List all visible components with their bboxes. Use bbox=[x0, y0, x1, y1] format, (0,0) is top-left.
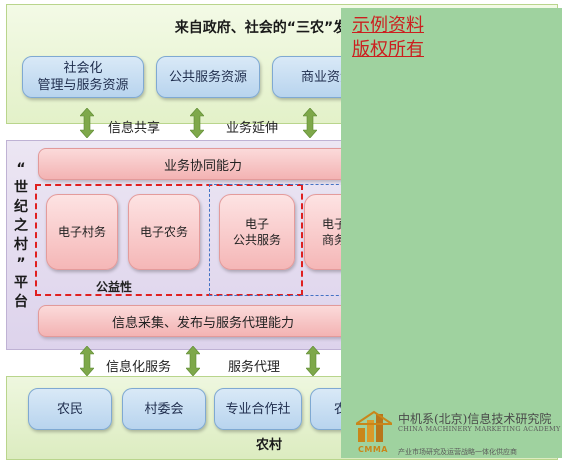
watermark-overlay bbox=[341, 8, 562, 458]
business-collaboration-bar: 业务协同能力 bbox=[38, 148, 368, 180]
public-welfare-group bbox=[35, 184, 303, 296]
public-service-resources-box: 公共服务资源 bbox=[156, 56, 260, 98]
double-arrow-icon bbox=[306, 346, 320, 376]
platform-vertical-label: “ 世 纪 之 村 ” 平 台 bbox=[14, 161, 28, 310]
public-service-resources-label: 公共服务资源 bbox=[168, 69, 247, 85]
info-collection-bar: 信息采集、发布与服务代理能力 bbox=[38, 305, 368, 337]
e-village-affairs-box: 电子村务 bbox=[46, 194, 118, 270]
business-extension-label: 业务延伸 bbox=[226, 121, 279, 136]
commercial-resources-label: 商业资源 bbox=[300, 69, 353, 85]
info-sharing-label: 信息共享 bbox=[108, 121, 161, 136]
academy-name-cn: 中机系(北京)信息技术研究院 bbox=[398, 412, 552, 426]
double-arrow-icon bbox=[186, 346, 200, 376]
cooperative-box: 专业合作社 bbox=[214, 388, 302, 430]
social-management-resources-box: 社会化 管理与服务资源 bbox=[22, 56, 144, 98]
sample-copyright-notice: 示例资料 版权所有 bbox=[352, 15, 424, 60]
double-arrow-icon bbox=[190, 108, 204, 138]
village-committee-box: 村委会 bbox=[122, 388, 206, 430]
farmers-box: 农民 bbox=[28, 388, 112, 430]
double-arrow-icon bbox=[80, 108, 94, 138]
public-welfare-label: 公益性 bbox=[96, 280, 133, 294]
double-arrow-icon bbox=[303, 108, 317, 138]
government-resources-title: 来自政府、社会的“三农”发展资源 bbox=[174, 20, 390, 36]
social-management-resources-label: 社会化 管理与服务资源 bbox=[37, 61, 129, 93]
cmma-logo-text: CMMA bbox=[358, 445, 388, 454]
rural-title: 农村 bbox=[256, 438, 283, 453]
e-agriculture-box: 电子农务 bbox=[128, 194, 200, 270]
cmma-logo-icon bbox=[352, 410, 396, 444]
e-public-service-box: 电子 公共服务 bbox=[219, 194, 295, 270]
informatization-service-label: 信息化服务 bbox=[106, 360, 172, 375]
academy-name-en: CHINA MACHINERY MARKETING ACADEMY bbox=[398, 425, 561, 433]
service-agency-label: 服务代理 bbox=[228, 360, 281, 375]
double-arrow-icon bbox=[80, 346, 94, 376]
academy-tagline: 产业市场研究及运营战略一体化供应商 bbox=[398, 448, 517, 456]
